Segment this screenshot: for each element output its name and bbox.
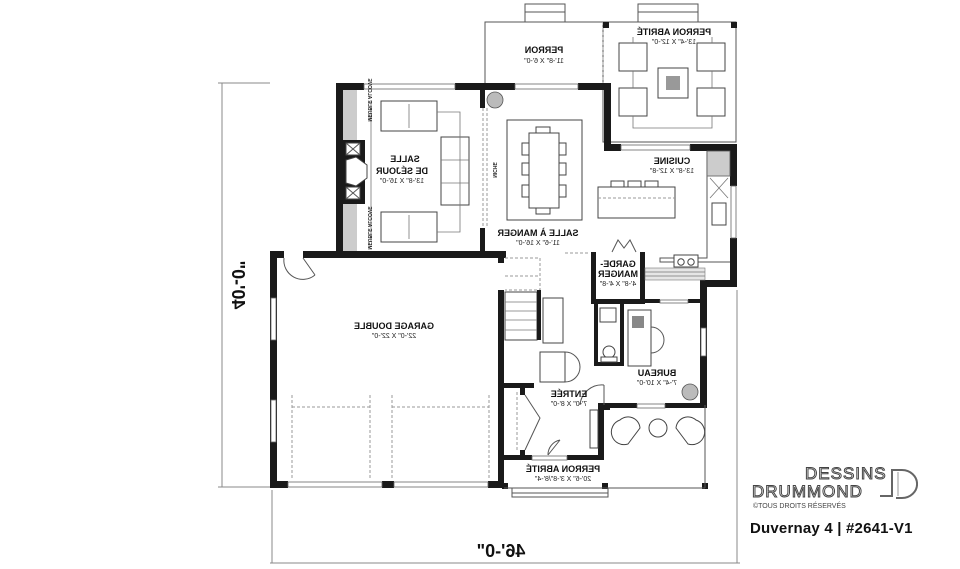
width-dimension: 46'-0" (477, 541, 526, 561)
bureau (627, 309, 699, 401)
room-name-perron: PERRON (525, 45, 564, 55)
depth-dimension: 40'-0" (228, 261, 248, 310)
room-size-garage-double: 22'-0" X 22'-0" (371, 333, 416, 340)
room-size-entree: 7'-0" X 8'-0" (550, 401, 587, 408)
dimension-lines (218, 82, 740, 564)
perron-abrite-top (602, 3, 737, 143)
garde-manger (611, 239, 637, 253)
company-branding: DESSINS DRUMMOND ©TOUS DROITS RÉSERVÉS (735, 462, 925, 532)
room-size-bureau: 7'-4" X 10'-0" (636, 380, 677, 387)
room-name-perron-abrite-top: PERRON ABRITÉ (637, 27, 711, 37)
copyright-notice: ©TOUS DROITS RÉSERVÉS (753, 503, 846, 510)
room-size-salle-a-manger: 11'-6" X 16'-0" (516, 240, 560, 247)
plan-title: Duvernay 4 | #2641-V1 (750, 520, 913, 537)
entree (504, 384, 706, 498)
room-name-salle-a-manger: SALLE À MANGER (497, 228, 579, 238)
room-name-perron-abrite-bottom: PERRON ABRITÉ (526, 464, 600, 474)
room-size-salle-de-sejour: 13'-8" X 16'-0" (379, 178, 424, 185)
salle-de-sejour (343, 90, 470, 251)
room-size-perron: 11'-8" X 6'-0" (524, 58, 564, 65)
room-size-garde-manger: 4'-8" X 4'-8" (599, 281, 636, 288)
company-name-line1: DESSINS (805, 464, 887, 484)
drummond-logo-icon (880, 469, 918, 499)
walls (270, 83, 737, 489)
cuisine (597, 150, 731, 281)
room-name-entree: ENTRÉE (551, 389, 588, 399)
room-name-cuisine: CUISINE (654, 156, 691, 166)
room-size-perron-abrite-top: 13'-4" X 12'-0" (651, 39, 696, 46)
stairs (504, 257, 581, 383)
room-name-garde-manger-line2: MANGER (598, 269, 638, 279)
built-in-label-top: MEUBLE ALCOVE (366, 78, 372, 122)
room-size-perron-abrite-bottom: 20'-6" X 3'-8"/8'-4" (534, 476, 591, 483)
room-size-cuisine: 13'-8" X 12'-8" (649, 168, 694, 175)
niche-label: NICHE (491, 162, 497, 178)
room-name-garde-manger-line1: GARDE- (600, 259, 636, 269)
salle-a-manger (482, 91, 590, 254)
windows (270, 83, 737, 488)
room-name-bureau: BUREAU (638, 368, 677, 378)
room-name-salle-line2: DE SÉJOUR (375, 166, 428, 176)
garage-double (283, 257, 490, 480)
room-name-garage-double: GARAGE DOUBLE (354, 321, 434, 331)
company-name-line2: DRUMMOND (752, 482, 863, 502)
built-in-label-bottom: MEUBLE ALCOVE (366, 206, 372, 250)
room-name-salle-line1: SALLE (390, 154, 420, 164)
powder-room (599, 307, 618, 363)
